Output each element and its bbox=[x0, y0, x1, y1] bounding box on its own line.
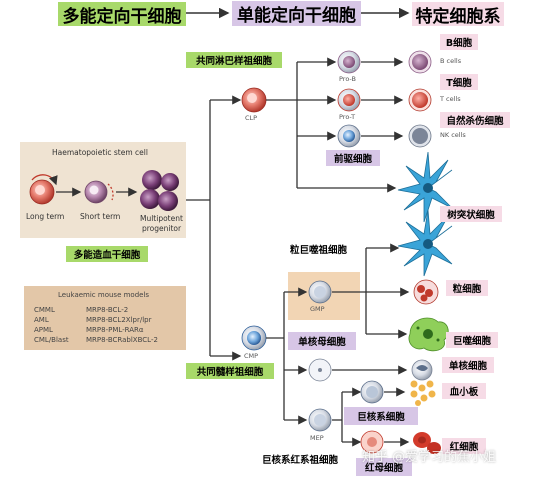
multipotent-label-1: Multipotent bbox=[140, 214, 183, 223]
multipotent-progenitor-cells bbox=[140, 170, 179, 211]
long-term-label: Long term bbox=[26, 212, 65, 221]
short-term-hsc bbox=[84, 180, 114, 204]
b-cell-label: B细胞 bbox=[440, 34, 478, 50]
megakaryocyte-lineage-label: 巨核系细胞 bbox=[344, 407, 418, 425]
pro-b-label: Pro-B bbox=[339, 75, 357, 83]
common-myeloid-progenitor-label: 共同髓样祖细胞 bbox=[186, 363, 274, 379]
megakaryocyte-cell bbox=[360, 380, 384, 404]
mouse-models-panel bbox=[24, 286, 186, 350]
nk-cell-label: 自然杀伤细胞 bbox=[440, 112, 510, 128]
platelet-label: 血小板 bbox=[442, 383, 486, 399]
watermark: 知乎 @爱学习的蕉小姐 bbox=[362, 450, 497, 465]
mep-chinese-label: 巨核系红系祖细胞 bbox=[262, 455, 339, 466]
pro-b-cell bbox=[337, 50, 361, 74]
platelets-icon bbox=[410, 380, 436, 406]
erythroblast-label: 红母细胞 bbox=[356, 458, 412, 476]
dendritic-cell-icon bbox=[397, 151, 453, 223]
unipotent-stem-cell-header: 单能定向干细胞 bbox=[232, 1, 361, 26]
hsc-title: Haematopoietic stem cell bbox=[52, 148, 148, 157]
nk-precursor-cell bbox=[337, 124, 361, 148]
pro-t-label: Pro-T bbox=[339, 113, 356, 121]
granulocyte-label: 粒细胞 bbox=[446, 280, 488, 296]
nk-cell bbox=[408, 124, 432, 148]
erythrocytes-icon bbox=[413, 432, 441, 454]
mouse-models-title: Leukaemic mouse models bbox=[58, 291, 150, 299]
b-cells-label: B cells bbox=[440, 57, 462, 65]
common-lymphoid-progenitor-label: 共同淋巴样祖细胞 bbox=[186, 52, 282, 68]
clp-label: CLP bbox=[245, 114, 258, 122]
b-cell bbox=[408, 50, 432, 74]
mep-label: MEP bbox=[310, 434, 324, 442]
multipotent-stem-cell-header: 多能定向干细胞 bbox=[58, 2, 186, 27]
cmp-cell bbox=[241, 325, 267, 351]
dendritic-cell-label: 树突状细胞 bbox=[440, 206, 502, 222]
pro-t-cell bbox=[337, 88, 361, 112]
t-cells-label: T cells bbox=[440, 95, 461, 103]
erythrocyte-label: 红细胞 bbox=[442, 438, 486, 454]
monocyte-cell bbox=[411, 359, 433, 381]
clp-cell bbox=[241, 87, 267, 113]
monoblast-label: 单核母细胞 bbox=[288, 332, 356, 350]
multipotent-label-2: progenitor bbox=[142, 224, 182, 233]
cmp-label: CMP bbox=[244, 352, 259, 360]
t-cell bbox=[408, 88, 432, 112]
gmp-chinese-label: 粒巨噬祖细胞 bbox=[290, 245, 348, 256]
specific-lineage-header: 特定细胞系 bbox=[412, 2, 504, 27]
monocyte-label: 单核细胞 bbox=[442, 357, 494, 373]
granulocyte-cell bbox=[413, 279, 439, 305]
gmp-label: GMP bbox=[310, 305, 325, 313]
gmp-cell bbox=[308, 280, 332, 304]
long-term-hsc bbox=[29, 174, 58, 205]
macrophage-cell bbox=[408, 317, 449, 352]
short-term-label: Short term bbox=[80, 212, 121, 221]
erythroblast-cell bbox=[360, 430, 384, 454]
precursor-cell-label: 前驱细胞 bbox=[326, 150, 380, 166]
nk-cells-label: NK cells bbox=[440, 131, 466, 139]
multipotent-hsc-caption: 多能造血干细胞 bbox=[66, 246, 148, 262]
monoblast-cell bbox=[308, 358, 332, 382]
mep-cell bbox=[308, 408, 332, 432]
t-cell-label: T细胞 bbox=[440, 74, 478, 90]
macrophage-label: 巨噬细胞 bbox=[446, 332, 498, 348]
